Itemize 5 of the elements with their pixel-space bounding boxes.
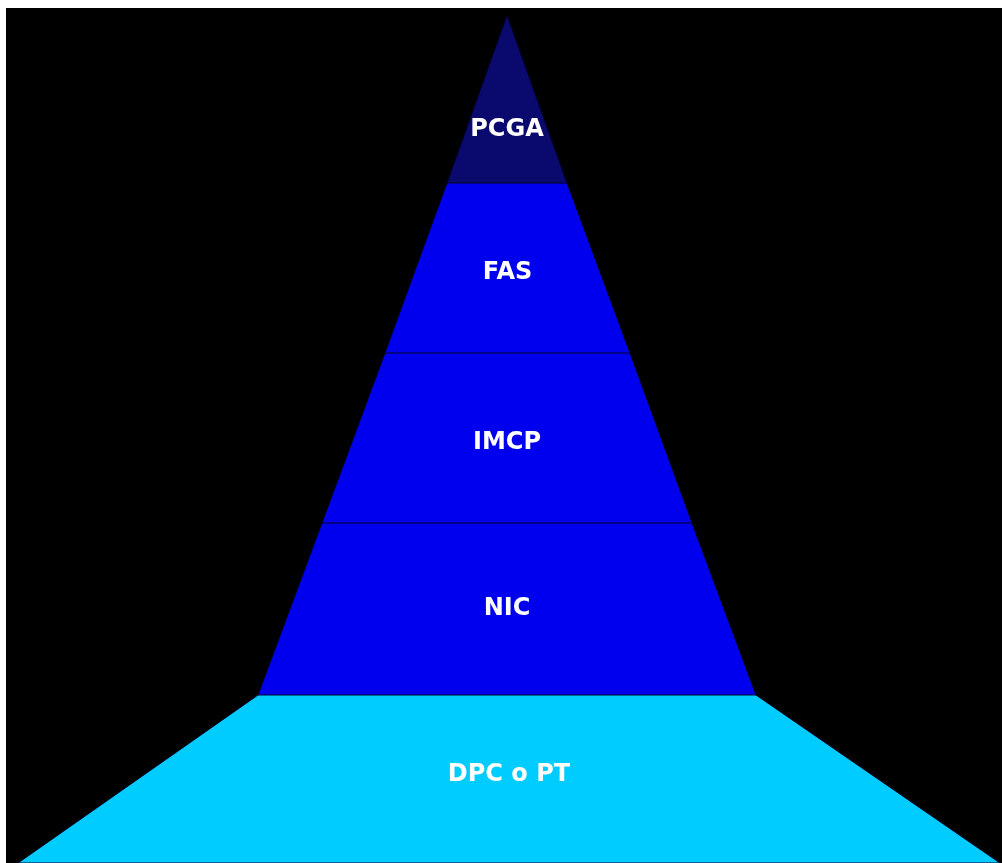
tier-label: PCGA (470, 114, 544, 142)
tier-label: FAS (482, 257, 533, 285)
tier-label: DPC o PT (447, 759, 571, 787)
tier-label: IMCP (473, 427, 541, 455)
tier-label: NIC (483, 593, 531, 621)
